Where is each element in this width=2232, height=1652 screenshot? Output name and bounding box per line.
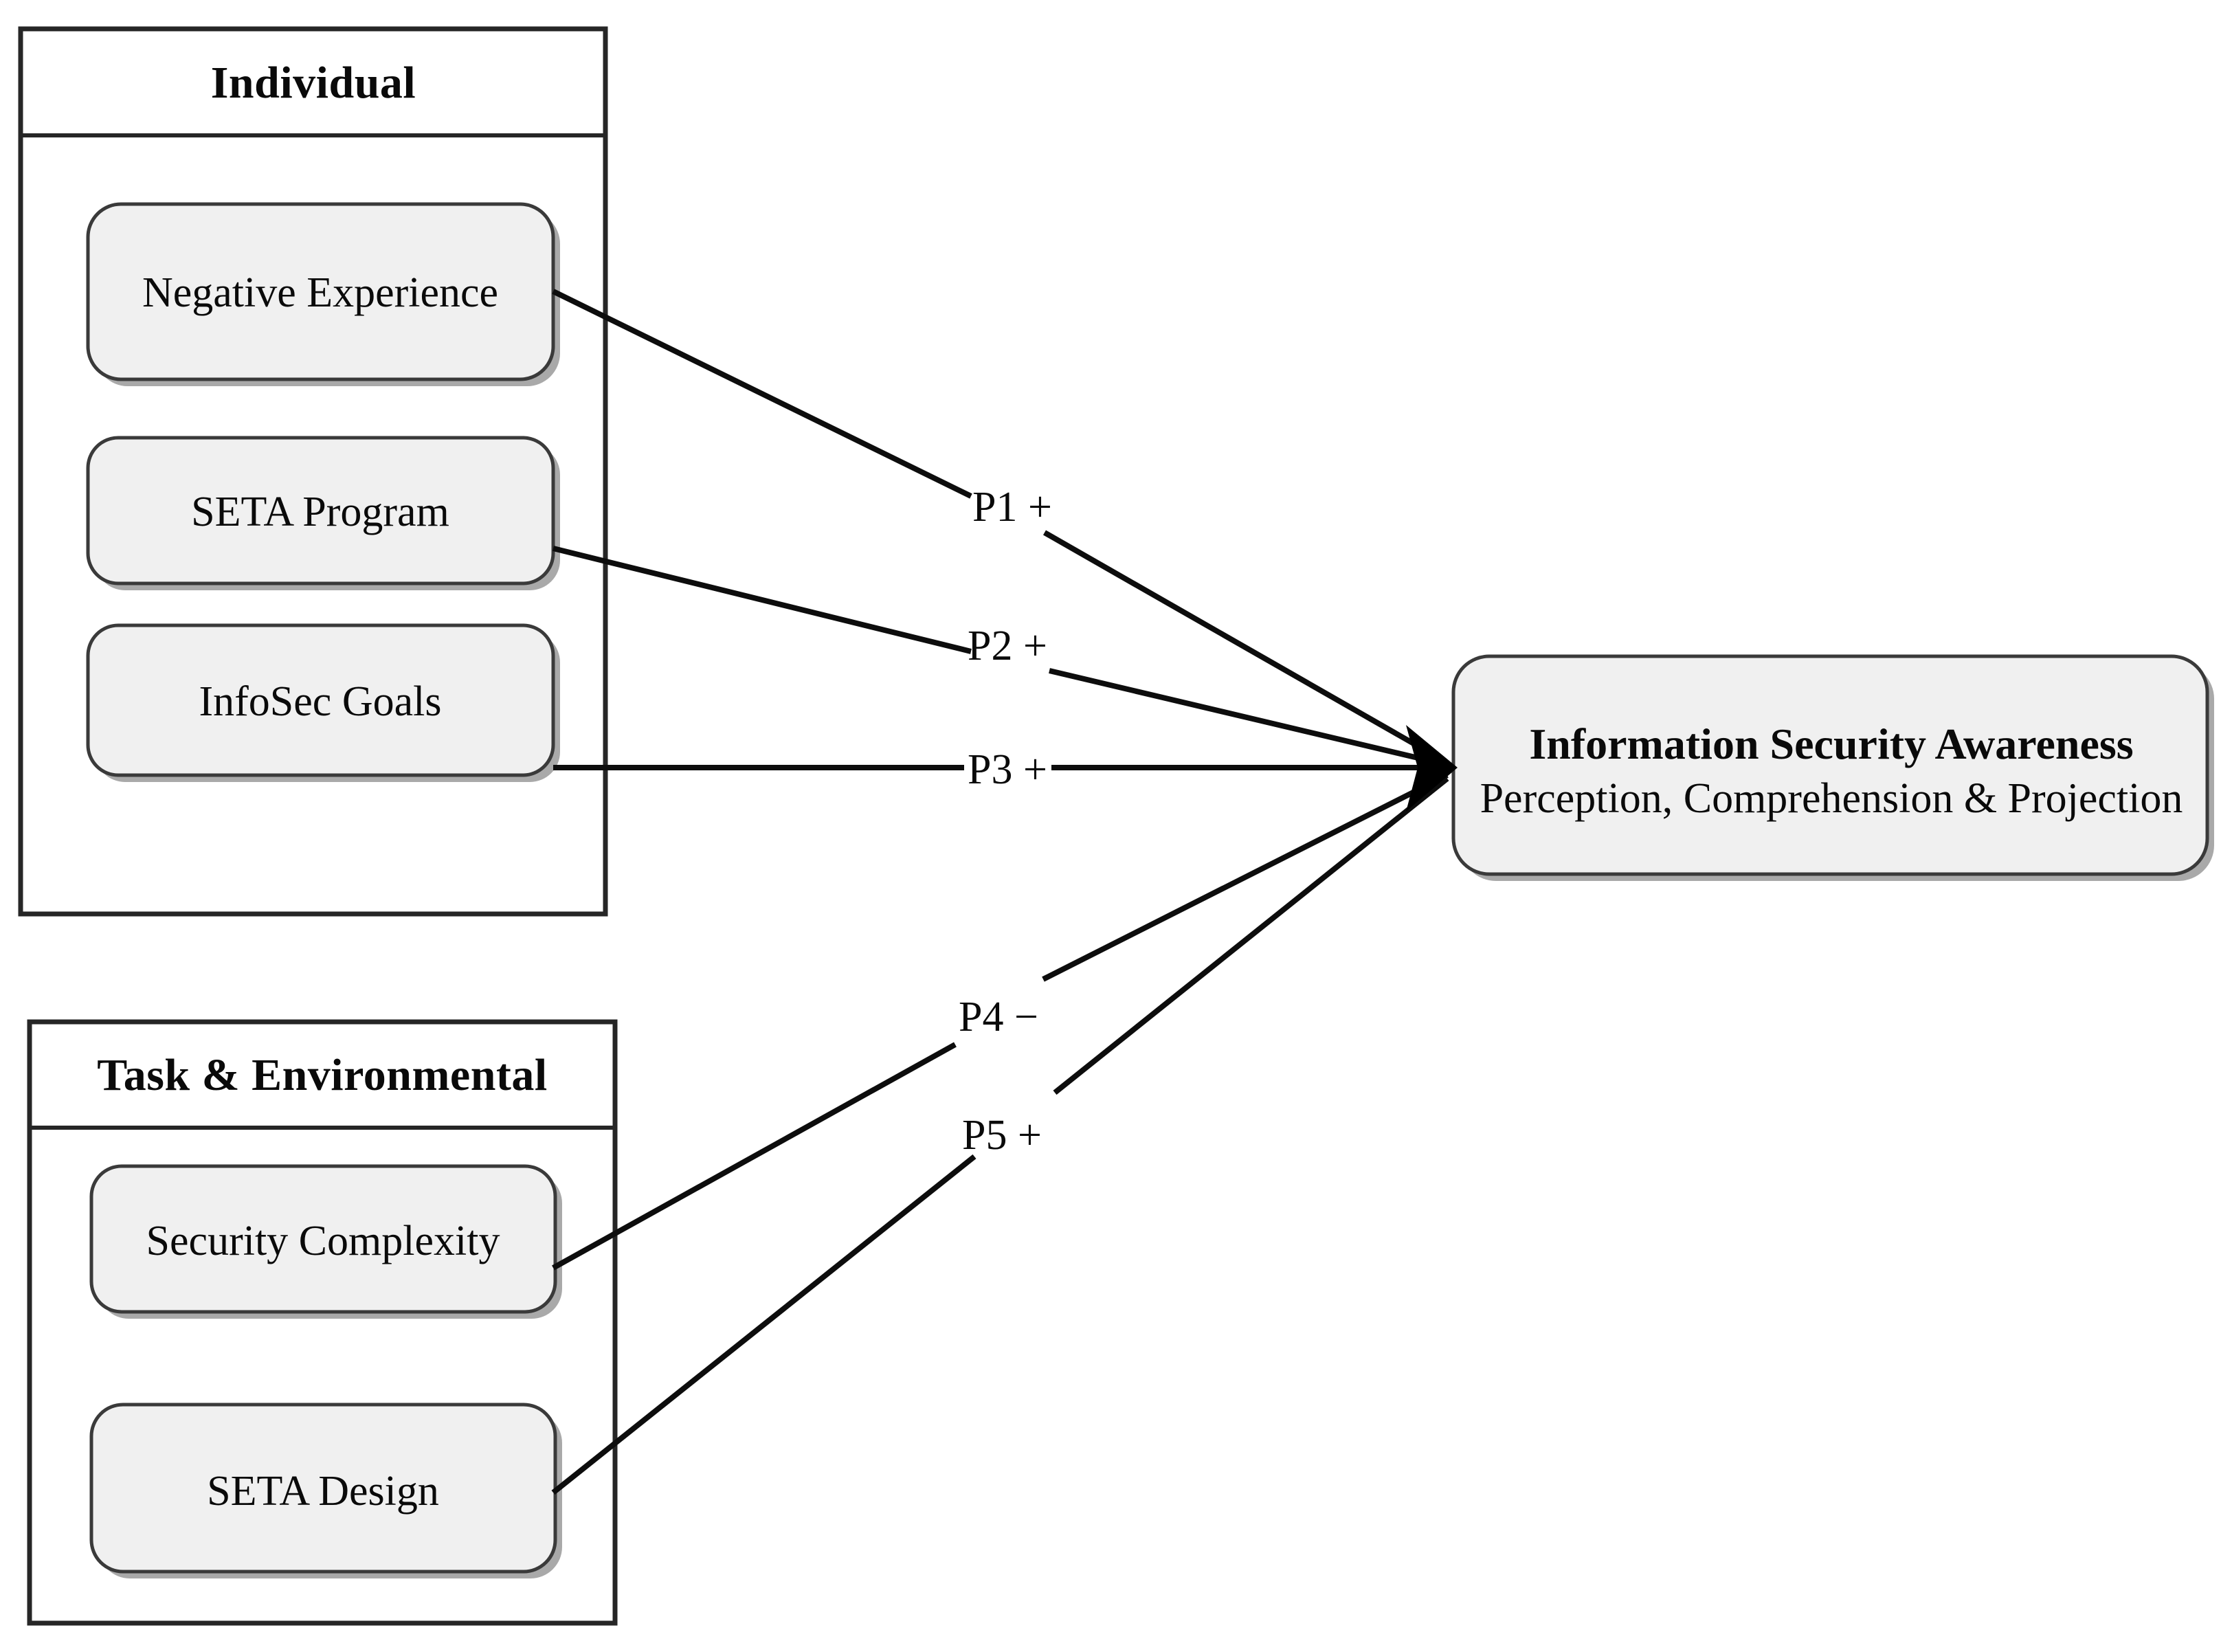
target-title: Information Security Awareness [1529, 719, 2133, 768]
node-negative-experience[interactable]: Negative Experience [86, 202, 560, 386]
node-seta-program[interactable]: SETA Program [86, 436, 560, 590]
node-seta-program-label: SETA Program [191, 489, 449, 535]
link-p2-segment-a [553, 546, 972, 654]
link-p2-segment-b [1049, 668, 1448, 768]
link-p4-segment-b [1042, 772, 1449, 982]
node-seta-program-box[interactable] [86, 436, 555, 585]
node-information-security-awareness[interactable]: Information Security Awareness Perceptio… [1451, 654, 2214, 881]
panel-task-environmental-title: Task & Environmental [97, 1050, 548, 1100]
panel-task-environmental: Task & Environmental Security Complexity… [27, 1019, 618, 1626]
node-seta-design-label: SETA Design [207, 1468, 439, 1515]
node-security-complexity-box[interactable] [89, 1164, 557, 1314]
node-security-complexity-label: Security Complexity [146, 1218, 500, 1264]
link-p5 [551, 776, 1449, 1495]
link-p5-segment-a [551, 1154, 976, 1495]
target-subtitle: Perception, Comprehension & Projection [1480, 775, 2183, 822]
proposition-label-p3: P3 + [968, 746, 1047, 793]
link-p5-segment-b [1053, 776, 1449, 1095]
arrow-head-icon [1406, 725, 1458, 812]
link-p1 [552, 289, 1449, 766]
proposition-label-p4: P4 − [959, 994, 1038, 1040]
panel-individual: Individual Negative Experience SETA Prog… [18, 26, 608, 917]
link-p1-segment-b [1043, 530, 1449, 766]
link-p1-segment-a [552, 289, 972, 499]
link-p2 [553, 546, 1448, 768]
proposition-label-p2: P2 + [968, 623, 1047, 669]
node-negative-experience-label: Negative Experience [142, 269, 498, 316]
node-infosec-goals-box[interactable] [86, 623, 555, 777]
node-infosec-goals[interactable]: InfoSec Goals [86, 623, 560, 782]
proposition-label-p5: P5 + [962, 1112, 1042, 1159]
panel-individual-title: Individual [211, 58, 416, 108]
proposition-label-p1: P1 + [972, 484, 1052, 531]
node-security-complexity[interactable]: Security Complexity [89, 1164, 562, 1319]
link-p4-segment-a [552, 1042, 957, 1271]
node-infosec-goals-label: InfoSec Goals [199, 678, 442, 725]
node-seta-design[interactable]: SETA Design [89, 1403, 562, 1578]
link-p4 [552, 772, 1449, 1271]
